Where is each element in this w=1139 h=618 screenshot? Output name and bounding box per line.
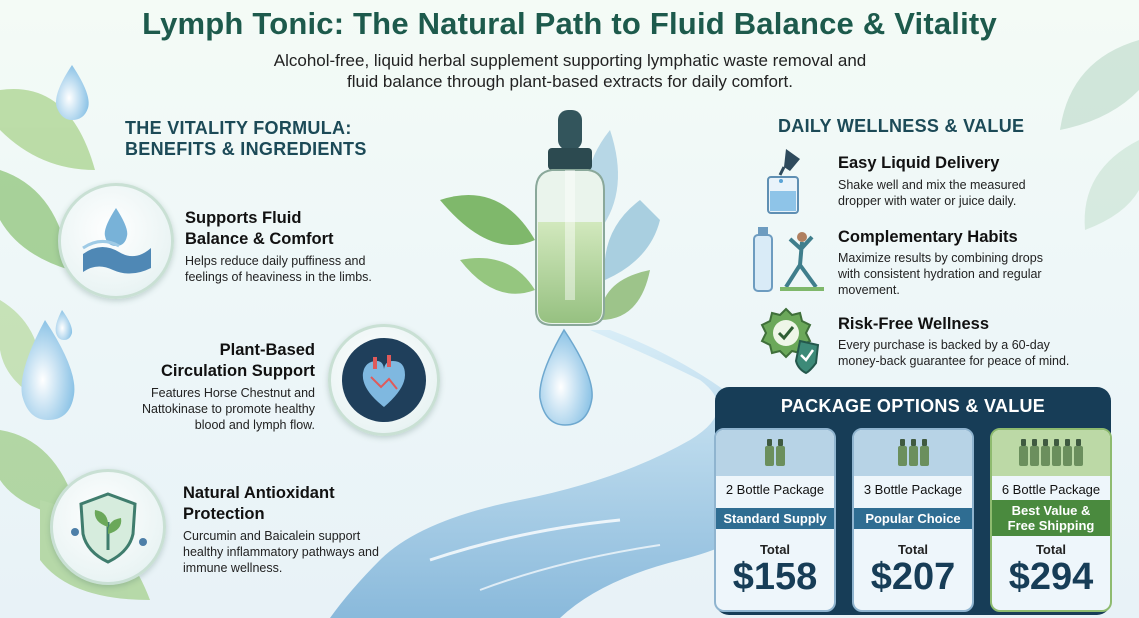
benefit-2-body: Features Horse Chestnut and Nattokinase …	[141, 386, 315, 432]
heart-circulation-icon	[328, 324, 440, 436]
package-name: 6 Bottle Package	[1001, 482, 1101, 497]
feature-3-title: Risk-Free Wellness	[838, 315, 990, 333]
water-drop-decoration	[56, 65, 89, 120]
page-title: Lymph Tonic: The Natural Path to Fluid B…	[142, 6, 997, 41]
feature-2-body: Maximize results by combining drops with…	[838, 251, 1043, 297]
feature-3-body: Every purchase is backed by a 60-day mon…	[838, 338, 1070, 368]
page-subtitle: Alcohol-free, liquid herbal supplement s…	[273, 51, 867, 91]
benefit-3-body: Curcumin and Baicalein support healthy i…	[183, 529, 379, 575]
benefit-1-title: Supports Fluid Balance & Comfort	[185, 209, 334, 248]
guarantee-badge-icon	[758, 305, 823, 375]
package-ribbon: Best Value & Free Shipping	[992, 500, 1110, 536]
right-leaves-decoration	[1060, 40, 1139, 230]
benefit-3-title: Natural Antioxidant Protection	[183, 484, 335, 523]
benefit-1-body: Helps reduce daily puffiness and feeling…	[185, 254, 372, 284]
water-drop-decoration	[21, 320, 75, 420]
bottles-icon	[854, 439, 972, 471]
package-price: $294	[1008, 556, 1094, 598]
right-section-heading: DAILY WELLNESS & VALUE	[778, 116, 1025, 136]
package-ribbon: Standard Supply	[716, 508, 834, 529]
benefit-2-title: Plant-Based Circulation Support	[161, 341, 315, 380]
shield-leaf-icon	[50, 469, 166, 585]
package-options-heading: PACKAGE OPTIONS & VALUE	[780, 396, 1046, 416]
package-card-6-bottles[interactable]: 6 Bottle Package Best Value & Free Shipp…	[990, 428, 1112, 612]
dropper-bottle-illustration	[535, 110, 605, 326]
package-name: 3 Bottle Package	[863, 482, 963, 497]
left-section-heading: THE VITALITY FORMULA: BENEFITS & INGREDI…	[125, 118, 367, 159]
package-price: $158	[732, 556, 818, 598]
bottles-icon	[716, 439, 834, 471]
package-price: $207	[870, 556, 956, 598]
falling-drop-illustration	[539, 328, 593, 426]
package-ribbon: Popular Choice	[854, 508, 972, 529]
feature-2-title: Complementary Habits	[838, 228, 1018, 246]
river-illustration	[330, 330, 786, 618]
feature-1-body: Shake well and mix the measured dropper …	[838, 178, 1026, 208]
package-card-3-bottles[interactable]: 3 Bottle Package Popular Choice Total $2…	[852, 428, 974, 612]
water-wave-icon	[58, 183, 174, 299]
total-label: Total	[759, 542, 791, 557]
card-header	[716, 430, 834, 476]
total-label: Total	[1035, 542, 1067, 557]
water-drop-decoration	[55, 310, 73, 340]
dropper-glass-icon	[760, 145, 810, 215]
card-header	[992, 430, 1110, 476]
bottles-icon	[992, 439, 1110, 471]
water-bottle-yoga-icon	[750, 225, 825, 295]
feature-1-title: Easy Liquid Delivery	[838, 154, 1000, 172]
package-name: 2 Bottle Package	[725, 482, 825, 497]
package-card-2-bottles[interactable]: 2 Bottle Package Standard Supply Total $…	[714, 428, 836, 612]
total-label: Total	[897, 542, 929, 557]
